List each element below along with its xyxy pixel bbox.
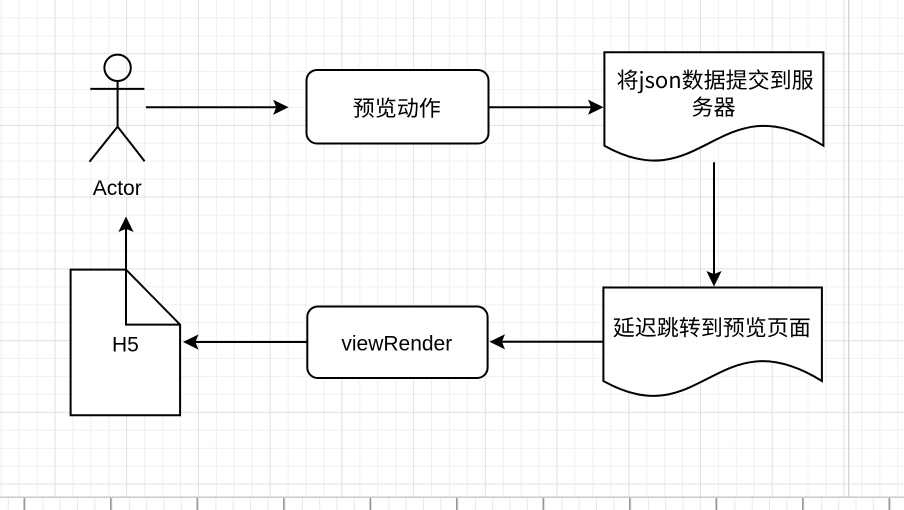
svg-text:H5: H5: [112, 333, 139, 356]
svg-text:viewRender: viewRender: [341, 333, 452, 356]
svg-text:Actor: Actor: [93, 177, 142, 200]
